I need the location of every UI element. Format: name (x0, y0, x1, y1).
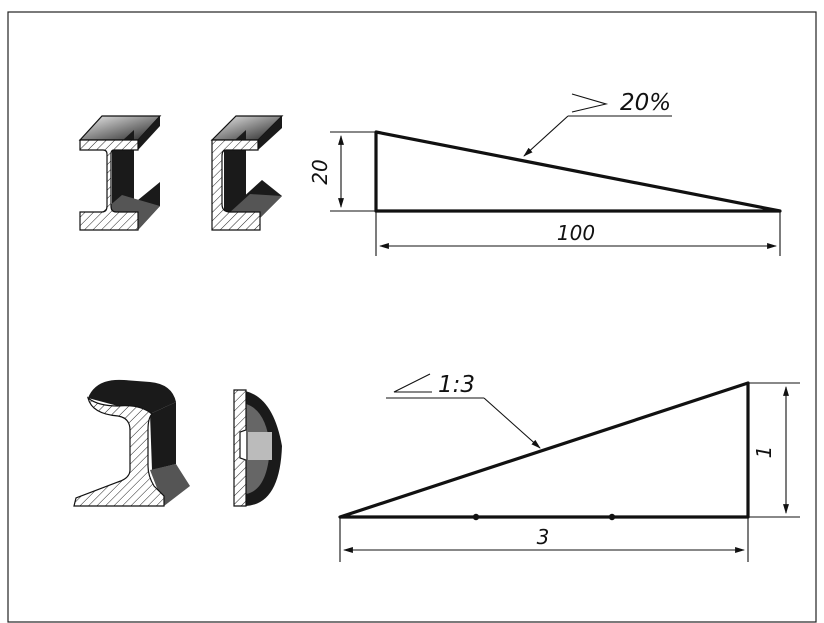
slope-symbol-icon (393, 373, 432, 393)
taper-diagram: 20 100 20% (308, 90, 782, 256)
taper-symbol-icon (571, 93, 612, 117)
taper-height-label: 20 (308, 159, 332, 184)
i-beam-section-icon (78, 115, 162, 231)
taper-triangle (374, 130, 782, 213)
taper-length-label: 100 (557, 221, 595, 245)
slope-diagram: 1 3 1:3 (338, 372, 800, 562)
slope-height-label: 1 (752, 446, 776, 459)
slope-length-label: 3 (537, 525, 550, 549)
slope-division-point (608, 513, 616, 521)
slope-leader-line (483, 397, 541, 449)
taper-ratio-label: 20% (620, 90, 671, 116)
wheel-section-icon (233, 389, 282, 507)
drawing-frame (7, 11, 817, 623)
slope-triangle (338, 381, 750, 519)
taper-leader-line (523, 115, 569, 157)
rail-section-icon (73, 379, 190, 507)
slope-ratio-label: 1:3 (438, 372, 475, 398)
slope-division-point (472, 513, 480, 521)
channel-section-icon (210, 115, 284, 231)
